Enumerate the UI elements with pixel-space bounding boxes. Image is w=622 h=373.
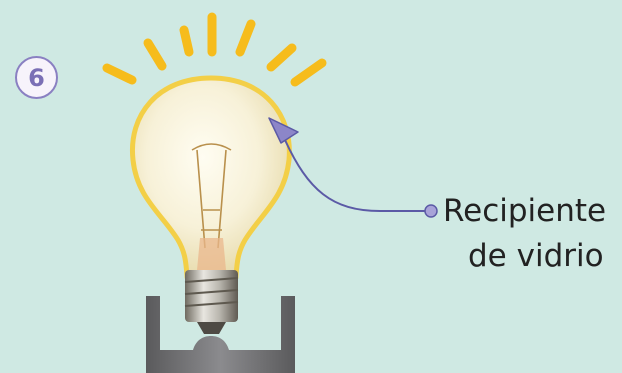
ray xyxy=(107,68,132,80)
light-rays-icon xyxy=(107,17,322,82)
ray xyxy=(295,63,322,82)
ray xyxy=(271,48,292,67)
screw-base xyxy=(185,270,238,334)
ray xyxy=(184,30,189,52)
pointer-arrow-icon xyxy=(269,118,437,217)
glass-container-label-line1: Recipiente xyxy=(443,193,606,229)
glass-container-label-line2: de vidrio xyxy=(468,238,604,274)
glass-stem xyxy=(197,238,226,270)
ray xyxy=(148,43,162,66)
step-number-badge: 6 xyxy=(15,56,58,99)
light-bulb-icon xyxy=(132,78,289,334)
ray xyxy=(240,24,251,52)
